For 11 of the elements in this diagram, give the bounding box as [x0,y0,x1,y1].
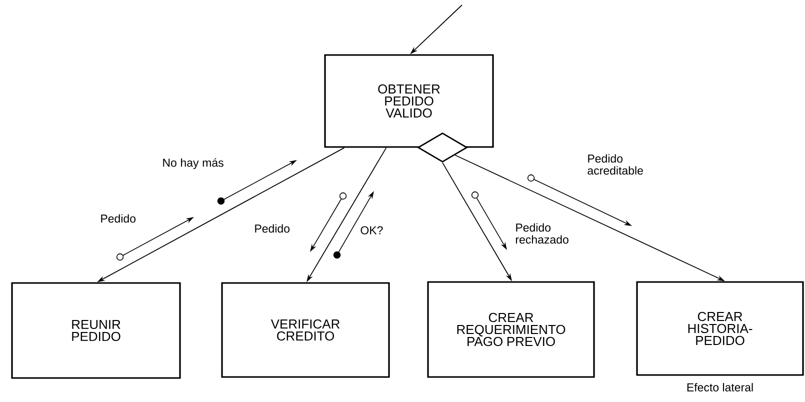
couple-label: Pedido acreditable [588,154,643,175]
couple-label: Pedido rechazado [516,223,568,244]
side-note: Efecto lateral [687,383,753,392]
module-box: CREAR REQUERIMIENTO PAGO PREVIO [427,281,595,378]
module-box: VERIFICAR CREDITO [221,282,390,378]
module-box: CREAR HISTORIA-PEDIDO [636,281,804,376]
couple-label: Pedido [101,214,136,223]
module-box: REUNIR PEDIDO [11,282,181,379]
couple-label: OK? [360,226,383,234]
couple-label: No hay más [163,158,224,170]
couple-label: Pedido [255,224,290,233]
